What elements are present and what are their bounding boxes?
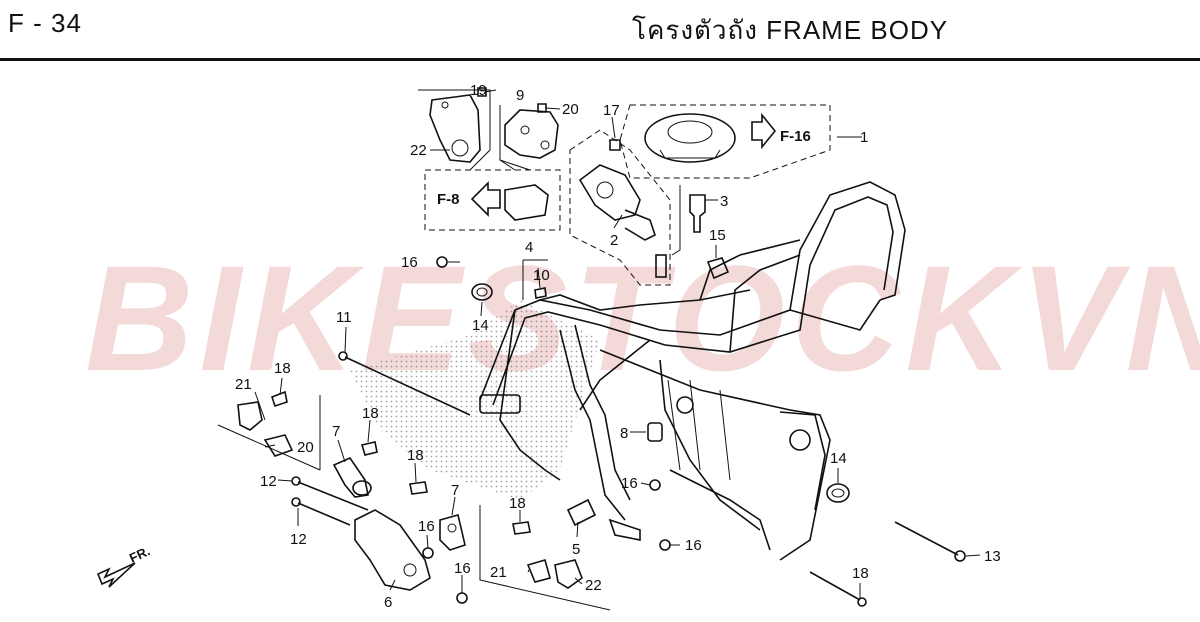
fuel-cap[interactable] <box>619 104 831 179</box>
callout-16-d: 16 <box>621 475 638 492</box>
leader-lines <box>254 89 981 598</box>
ref-arrow-f8[interactable]: F-8 <box>437 181 501 217</box>
callout-22-b: 22 <box>585 577 602 594</box>
callout-7-a: 7 <box>332 423 340 440</box>
callout-3: 3 <box>720 193 728 210</box>
bracket-7-a[interactable] <box>332 457 372 498</box>
bolt-19[interactable] <box>809 571 867 607</box>
bolt-11[interactable] <box>338 351 471 416</box>
callout-16-b: 16 <box>418 518 435 535</box>
ref-label-f8: F-8 <box>437 191 460 208</box>
bracket-23[interactable] <box>418 89 491 171</box>
collar-21-b[interactable] <box>526 559 551 583</box>
bracket-22-a[interactable] <box>217 395 321 471</box>
callout-16-a: 16 <box>401 254 418 271</box>
bolt-17[interactable] <box>609 139 621 151</box>
callout-20-b: 20 <box>562 101 579 118</box>
callout-17: 17 <box>603 102 620 119</box>
ref-arrow-f16[interactable]: F-16 <box>751 112 811 150</box>
collar-8[interactable] <box>647 422 663 442</box>
bracket-9[interactable] <box>499 105 559 171</box>
callout-6: 6 <box>384 594 392 611</box>
page-title: โครงตัวถัง FRAME BODY <box>632 15 949 45</box>
callout-12-a: 12 <box>260 473 277 490</box>
front-direction-label: FR. <box>127 543 152 565</box>
grommet-14-a[interactable] <box>471 283 493 301</box>
grommet-14-b[interactable] <box>826 483 850 503</box>
callout-19: 18 <box>852 565 869 582</box>
clip-15[interactable] <box>706 257 730 280</box>
ignition-key[interactable] <box>671 185 706 256</box>
callout-10: 10 <box>533 267 550 284</box>
bolt-18-a[interactable] <box>270 390 288 408</box>
bolt-20-a[interactable] <box>477 87 487 97</box>
ref-label-f16: F-16 <box>780 128 811 145</box>
bolt-10[interactable] <box>522 259 548 300</box>
clip-5[interactable] <box>566 498 597 527</box>
callout-14-a: 14 <box>472 317 489 334</box>
bolt-20-b[interactable] <box>537 103 547 113</box>
nut-16-a[interactable] <box>436 256 448 268</box>
callout-15: 15 <box>709 227 726 244</box>
bracket-6[interactable] <box>354 509 431 591</box>
bracket-7-b[interactable] <box>439 514 466 551</box>
ignition-switch[interactable] <box>569 129 671 286</box>
bolt-18-b[interactable] <box>360 441 378 456</box>
callout-18-d: 18 <box>509 495 526 512</box>
nut-16-d[interactable] <box>649 479 661 491</box>
bracket-22-b[interactable] <box>479 505 611 611</box>
callout-21-a: 20 <box>297 439 314 456</box>
callout-5: 5 <box>572 541 580 558</box>
nut-16-b[interactable] <box>422 547 434 559</box>
callout-12-b: 12 <box>290 531 307 548</box>
bolt-18-d[interactable] <box>512 521 531 535</box>
callout-2: 2 <box>610 232 618 249</box>
callout-23: 22 <box>410 142 427 159</box>
callout-18-c: 18 <box>407 447 424 464</box>
callout-20-a: 19 <box>470 82 487 99</box>
callout-11: 11 <box>336 309 352 326</box>
bolt-13[interactable] <box>894 521 966 562</box>
callout-18-a: 18 <box>274 360 291 377</box>
callout-1: 1 <box>860 129 868 146</box>
frame-shading <box>350 300 600 500</box>
bolt-18-c[interactable] <box>409 481 428 495</box>
watermark: BIKESTOCKVN <box>85 234 1200 402</box>
callout-16-c: 16 <box>454 560 471 577</box>
callout-labels: 1 2 3 4 5 6 7 7 8 9 10 11 12 12 13 14 14… <box>235 82 1001 611</box>
page-number: F - 34 <box>8 8 82 38</box>
nut-16-e[interactable] <box>659 539 671 551</box>
callout-16-e: 16 <box>685 537 702 554</box>
callout-13: 13 <box>984 548 1001 565</box>
header-divider <box>0 58 1200 61</box>
front-direction-arrow: FR. <box>96 543 152 588</box>
callout-21-b: 21 <box>490 564 507 581</box>
callout-8: 8 <box>620 425 628 442</box>
callout-9: 9 <box>516 87 524 104</box>
callout-4: 4 <box>525 239 533 256</box>
frame-body[interactable] <box>479 181 906 561</box>
collar-21-a[interactable] <box>263 434 294 457</box>
callout-18-b: 18 <box>362 405 379 422</box>
bolt-12-b[interactable] <box>291 497 351 526</box>
callout-14-b: 14 <box>830 450 847 467</box>
seat-lock-box[interactable] <box>424 169 561 231</box>
nut-16-c[interactable] <box>456 592 468 604</box>
callout-22-a: 21 <box>235 376 252 393</box>
callout-7-b: 7 <box>451 482 459 499</box>
